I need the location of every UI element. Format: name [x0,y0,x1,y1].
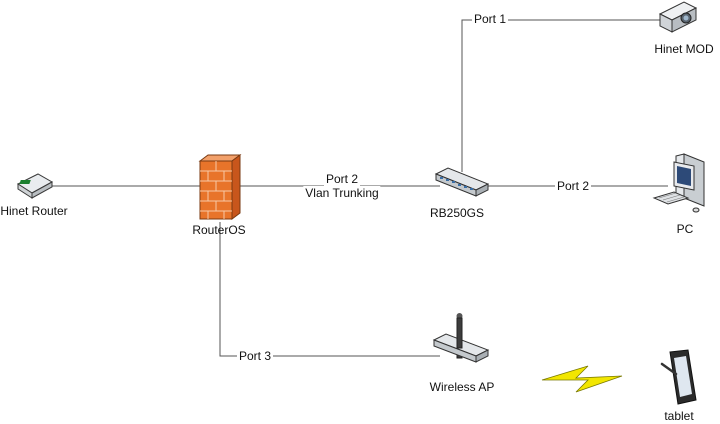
hinet-mod-label: Hinet MOD [654,42,714,56]
pc-label: PC [676,222,694,236]
desktop-computer-icon[interactable] [652,153,705,213]
vlan-trunking-label: Vlan Trunking [303,186,381,200]
firewall-icon[interactable] [198,154,242,220]
switch-icon[interactable] [434,167,490,197]
projector-icon[interactable] [658,1,698,33]
port3-label: Port 3 [237,349,274,363]
wireless-access-point-icon[interactable] [432,313,490,363]
link-rb250gs-hinet-mod [461,19,660,172]
port2-pc-label: Port 2 [555,179,592,193]
link-routeros-wireless-ap [219,222,440,357]
wireless-ap-label: Wireless AP [429,380,495,394]
router-icon[interactable] [16,173,54,199]
routeros-label: RouterOS [192,223,246,237]
wireless-bolt-icon [541,365,623,393]
rb250gs-label: RB250GS [429,206,485,220]
tablet-icon[interactable] [660,349,697,405]
hinet-router-label: Hinet Router [0,204,68,218]
port1-label: Port 1 [472,12,509,26]
port2-trunk-label: Port 2 [323,172,361,186]
tablet-label: tablet [664,409,694,423]
